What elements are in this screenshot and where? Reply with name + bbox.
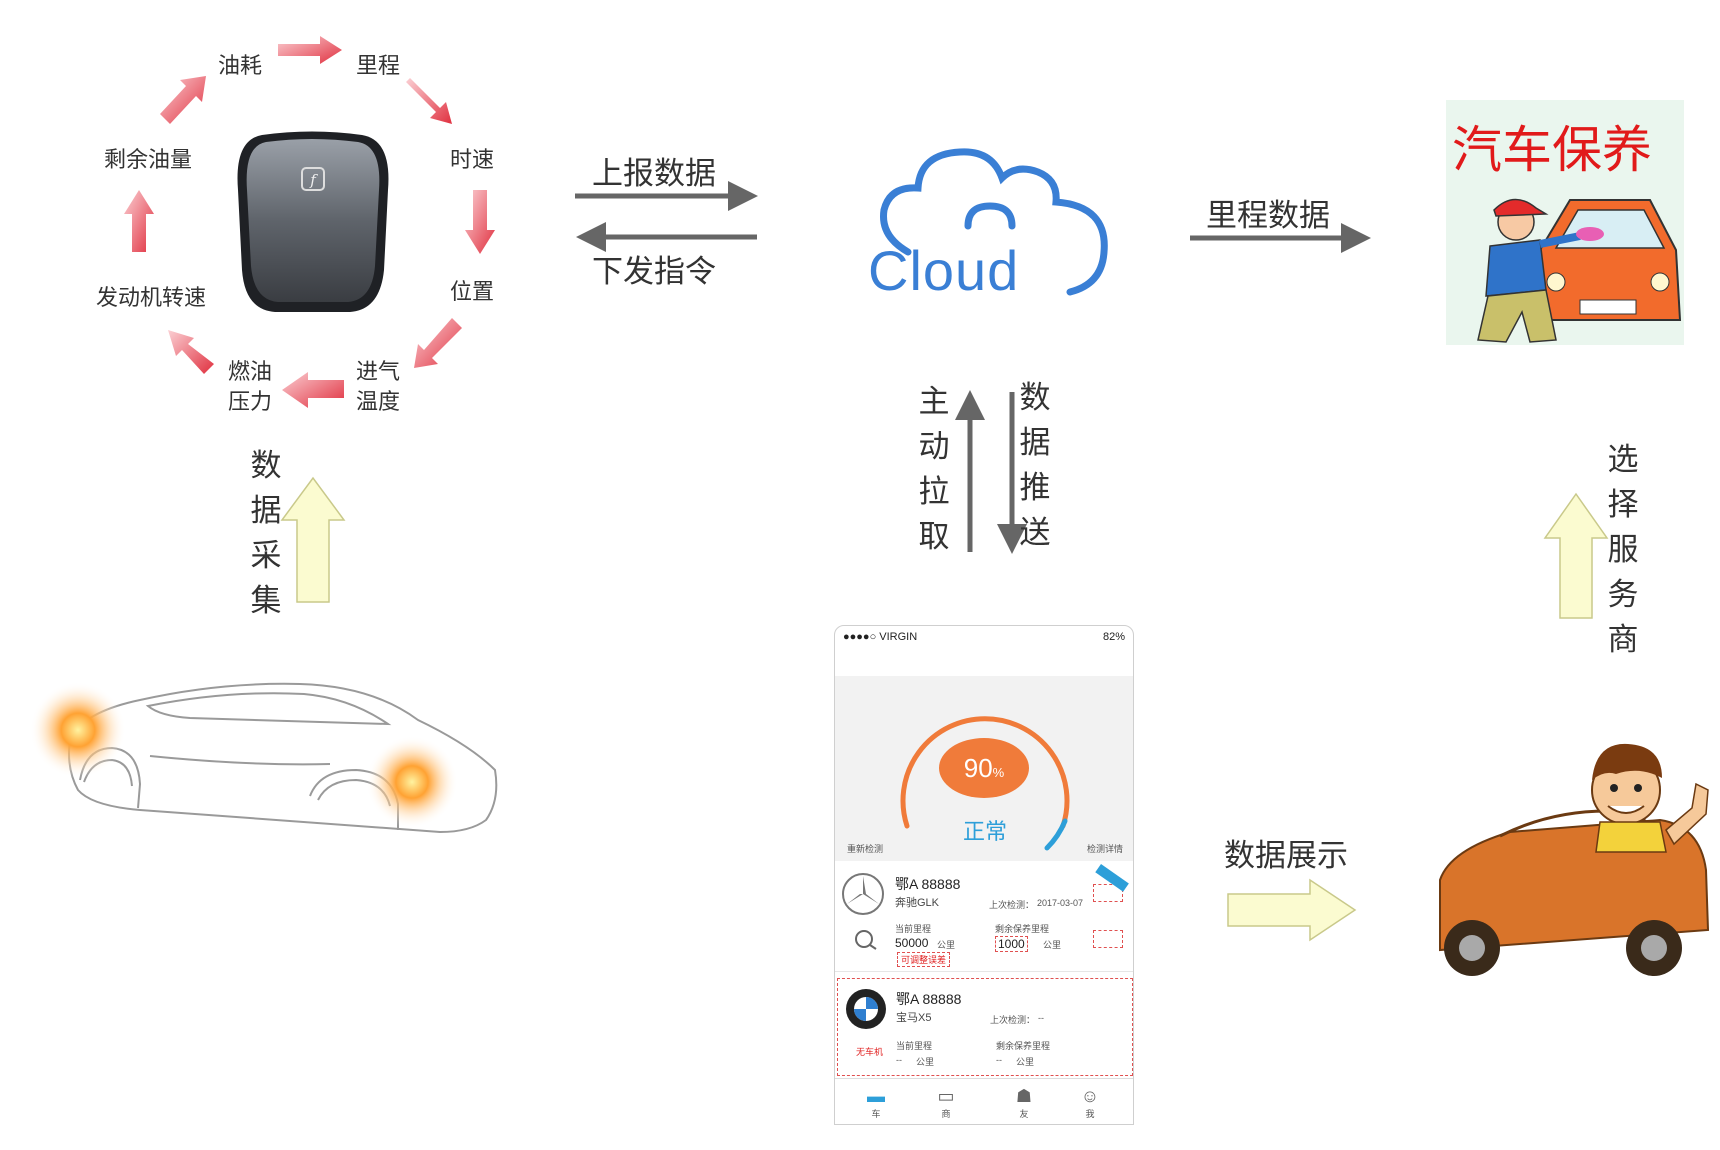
battery-text: 82% <box>1102 631 1125 643</box>
cycle-arrow-top <box>278 36 342 64</box>
label-send-command: 下发指令 <box>592 254 716 290</box>
svg-text:f: f <box>309 171 318 189</box>
car-card-bmw[interactable]: 鄂A 88888 宝马X5 上次检测： -- 无车机 当前里程 -- 公里 剩余… <box>837 978 1133 1076</box>
gauge-status: 正常 <box>962 819 1007 844</box>
friends-tab-icon: ☗ <box>1015 1086 1033 1106</box>
phone-status-bar: ●●●●○ VIRGIN 82% <box>835 626 1133 648</box>
cartoon-driver-illustration <box>1439 743 1710 976</box>
label-position: 位置 <box>450 280 495 305</box>
maintenance-illustration <box>1446 100 1684 345</box>
car-headlight-right <box>366 736 458 828</box>
car-headlight-left <box>30 682 126 778</box>
no-device-label: 无车机 <box>856 1047 884 1057</box>
data-collection-arrow <box>280 476 346 603</box>
label-engine-rpm: 发动机转速 <box>96 286 207 311</box>
label-fuel-pressure-2: 压力 <box>228 390 273 415</box>
remain-mileage-editable[interactable]: 1000 <box>995 936 1028 952</box>
phone-tab-bar: ▬ 车 ▭ 商 ☗ 友 ☺ 我 <box>835 1078 1133 1124</box>
cloud-logo <box>880 148 1108 296</box>
tab-me[interactable]: ☺ 我 <box>1065 1085 1115 1120</box>
label-select-provider: 选 择 服 务 商 <box>1607 442 1639 658</box>
adjust-note[interactable]: 可调整误差 <box>897 952 951 967</box>
obd-device: f <box>237 131 389 312</box>
mercedes-logo-icon <box>842 873 884 915</box>
edit-box-icon-2[interactable] <box>1093 930 1123 948</box>
check-detail-link[interactable]: 检测详情 <box>1086 844 1123 854</box>
cloud-logo-text: Cloud <box>868 239 1020 302</box>
cycle-arrow-top-right <box>406 78 452 124</box>
cycle-arrow-bottom-left <box>168 330 214 374</box>
label-intake-temp-2: 温度 <box>356 390 401 415</box>
car-tab-icon: ▬ <box>867 1086 885 1106</box>
label-fuel-pressure-1: 燃油 <box>228 360 273 385</box>
label-data-display: 数据展示 <box>1224 838 1348 874</box>
label-active-pull: 主 动 拉 取 <box>918 384 950 555</box>
cycle-arrow-right <box>465 190 495 254</box>
tab-merchant[interactable]: ▭ 商 <box>921 1085 971 1120</box>
label-remaining-fuel: 剩余油量 <box>104 148 193 173</box>
cycle-arrow-top-left <box>160 76 206 124</box>
cycle-arrow-left <box>124 190 154 252</box>
tab-car[interactable]: ▬ 车 <box>851 1085 901 1120</box>
select-provider-arrow <box>1543 492 1609 619</box>
carrier-text: ●●●●○ VIRGIN <box>843 631 918 643</box>
label-fuel-consumption: 油耗 <box>218 54 263 79</box>
mileage-device-icon <box>855 930 877 950</box>
label-report-data: 上报数据 <box>592 156 716 192</box>
gauge-ring <box>900 716 1070 851</box>
label-data-push: 数 据 推 送 <box>1019 380 1051 551</box>
phone-app-screen: ●●●●○ VIRGIN 82% 90% 正常 重新检测 检测详情 鄂A 888… <box>834 625 1134 1125</box>
cycle-arrows <box>124 36 495 408</box>
recheck-link[interactable]: 重新检测 <box>847 844 884 854</box>
bmw-logo-icon <box>846 989 886 1029</box>
gauge-percent: 90% <box>939 738 1029 798</box>
label-intake-temp-1: 进气 <box>356 360 401 385</box>
maintenance-title: 汽车保养 <box>1452 121 1652 179</box>
data-display-arrow <box>1227 878 1357 942</box>
profile-tab-icon: ☺ <box>1080 1086 1100 1106</box>
tab-friends[interactable]: ☗ 友 <box>999 1085 1049 1120</box>
label-data-collection: 数 据 采 集 <box>250 448 282 619</box>
cycle-arrow-bottom <box>282 372 344 408</box>
label-mileage-data: 里程数据 <box>1206 198 1330 234</box>
health-gauge: 90% 正常 重新检测 检测详情 <box>835 676 1133 861</box>
cycle-arrow-bottom-right <box>414 318 462 368</box>
edit-box-icon[interactable] <box>1093 884 1123 902</box>
label-mileage: 里程 <box>356 54 401 79</box>
car-card-benz[interactable]: 鄂A 88888 奔驰GLK 上次检测： 2017-03-07 当前里程 500… <box>835 864 1133 972</box>
shop-tab-icon: ▭ <box>937 1086 955 1106</box>
label-speed: 时速 <box>450 148 495 173</box>
